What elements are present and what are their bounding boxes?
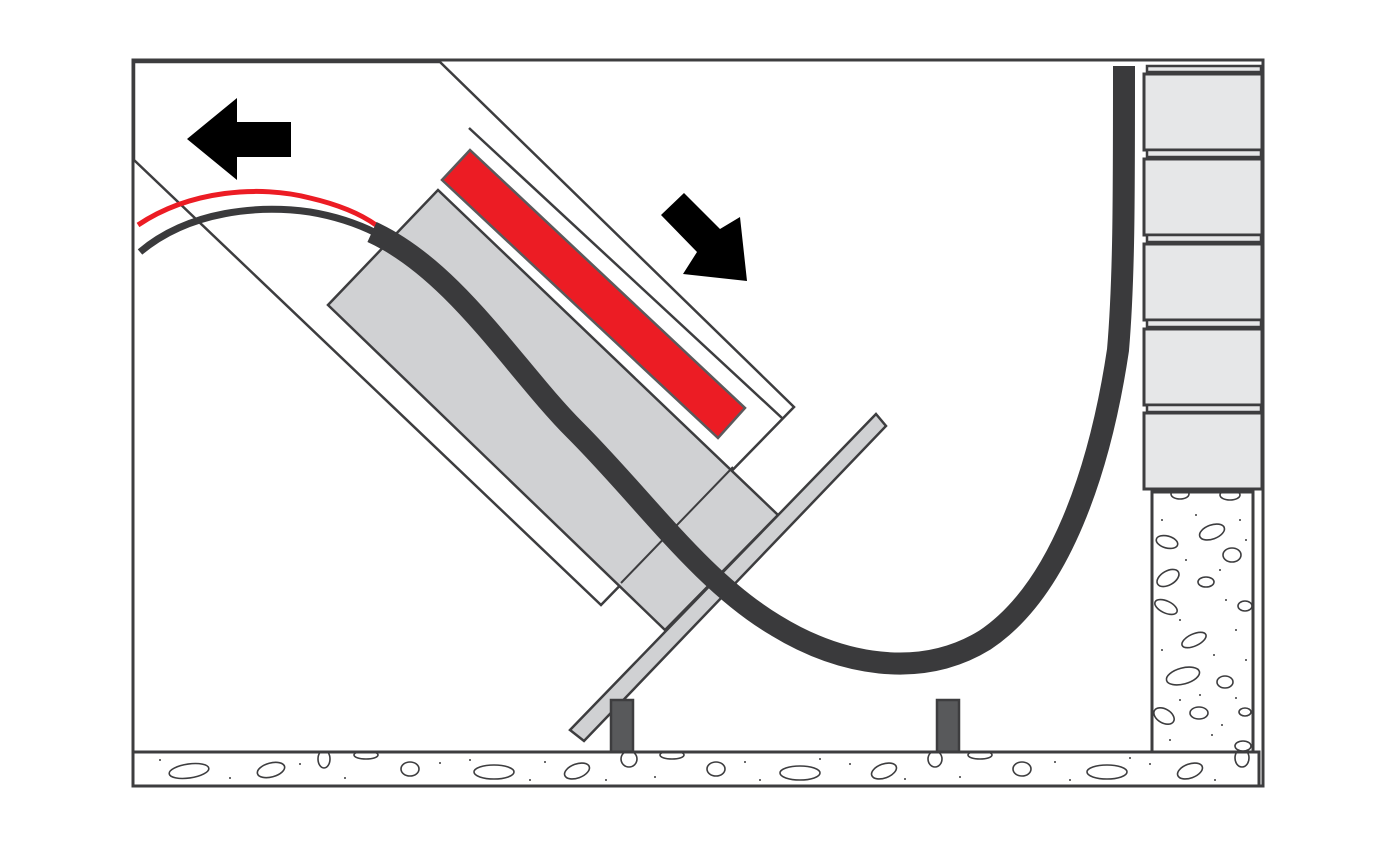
main-cable	[367, 65, 1135, 675]
block-wall	[1142, 64, 1263, 491]
concrete-column	[1150, 490, 1255, 754]
wall-block	[1142, 157, 1263, 237]
wall-block	[1142, 327, 1263, 407]
post-left	[609, 698, 635, 754]
wall-block	[1142, 411, 1263, 491]
red-strip	[440, 148, 747, 440]
post-right	[935, 698, 961, 754]
wall-block	[1142, 242, 1263, 322]
inner-rail	[468, 127, 783, 419]
arrow-left-icon	[187, 98, 291, 180]
black-wire	[137, 205, 378, 255]
arrow-down-right-icon	[661, 193, 747, 281]
concrete-footing	[133, 750, 1261, 786]
red-wire	[136, 189, 378, 228]
wall-block	[1142, 72, 1263, 152]
